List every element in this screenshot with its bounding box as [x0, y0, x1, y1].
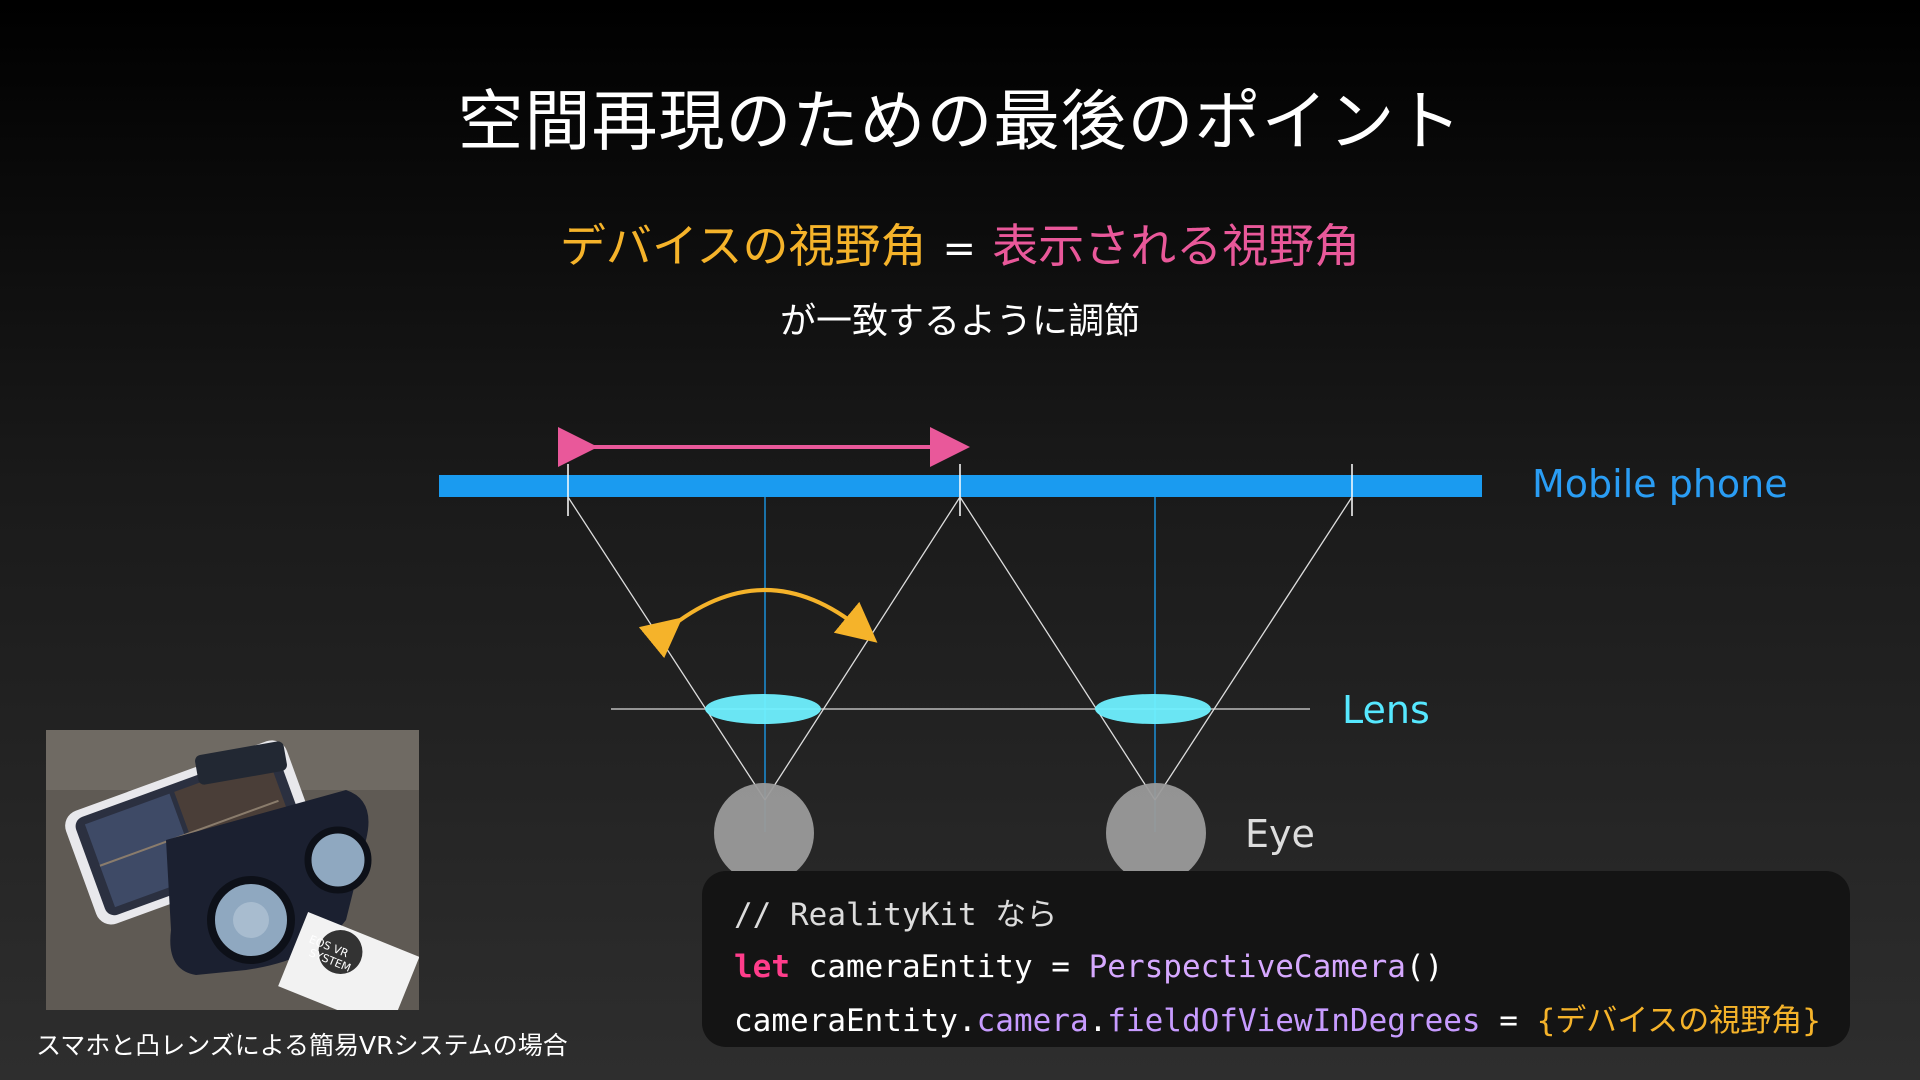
ray-right-1 — [959, 496, 1156, 801]
ray-left-1 — [567, 496, 766, 801]
label-mobile-phone: Mobile phone — [1532, 462, 1788, 506]
lens-left — [705, 694, 821, 724]
formula: デバイスの視野角 = 表示される視野角 — [0, 210, 1920, 276]
code-prop-camera: camera — [976, 1003, 1089, 1039]
code-line-let: let cameraEntity = PerspectiveCamera() — [734, 949, 1443, 985]
label-eye: Eye — [1245, 812, 1315, 856]
ray-left-2 — [764, 496, 961, 801]
code-comment: // RealityKit なら — [734, 897, 1058, 933]
ray-right-2 — [1154, 496, 1353, 801]
code-line3-eq: = — [1480, 1003, 1537, 1039]
code-line-fov: cameraEntity.camera.fieldOfViewInDegrees… — [734, 995, 1821, 1040]
eye-right — [1106, 783, 1206, 883]
code-type: PerspectiveCamera — [1088, 949, 1406, 985]
lens-right — [1095, 694, 1211, 724]
eye-left — [714, 783, 814, 883]
code-line2-rest: cameraEntity = — [790, 949, 1089, 985]
code-line3-dot: . — [1088, 1003, 1108, 1039]
code-block: // RealityKit なら let cameraEntity = Pers… — [702, 871, 1850, 1047]
code-placeholder: {デバイスの視野角} — [1536, 1003, 1821, 1039]
vr-viewer-photo: EOS VR SYSTEM — [46, 730, 419, 1010]
code-prop-fov: fieldOfViewInDegrees — [1107, 1003, 1481, 1039]
formula-device-fov: デバイスの視野角 — [559, 219, 927, 273]
code-keyword-let: let — [734, 949, 790, 985]
vr-viewer-illustration — [46, 730, 419, 1010]
slide-title: 空間再現のための最後のポイント — [457, 83, 1463, 160]
formula-display-fov: 表示される視野角 — [992, 219, 1361, 273]
photo-caption: スマホと凸レンズによる簡易VRシステムの場合 — [36, 1031, 568, 1060]
device-fov-arc — [638, 588, 878, 659]
code-line2-end: () — [1405, 949, 1444, 985]
code-line3-obj: cameraEntity. — [734, 1003, 977, 1039]
formula-equals: = — [942, 226, 977, 272]
slide-subtitle: が一致するように調節 — [779, 301, 1140, 342]
label-lens: Lens — [1342, 688, 1430, 732]
